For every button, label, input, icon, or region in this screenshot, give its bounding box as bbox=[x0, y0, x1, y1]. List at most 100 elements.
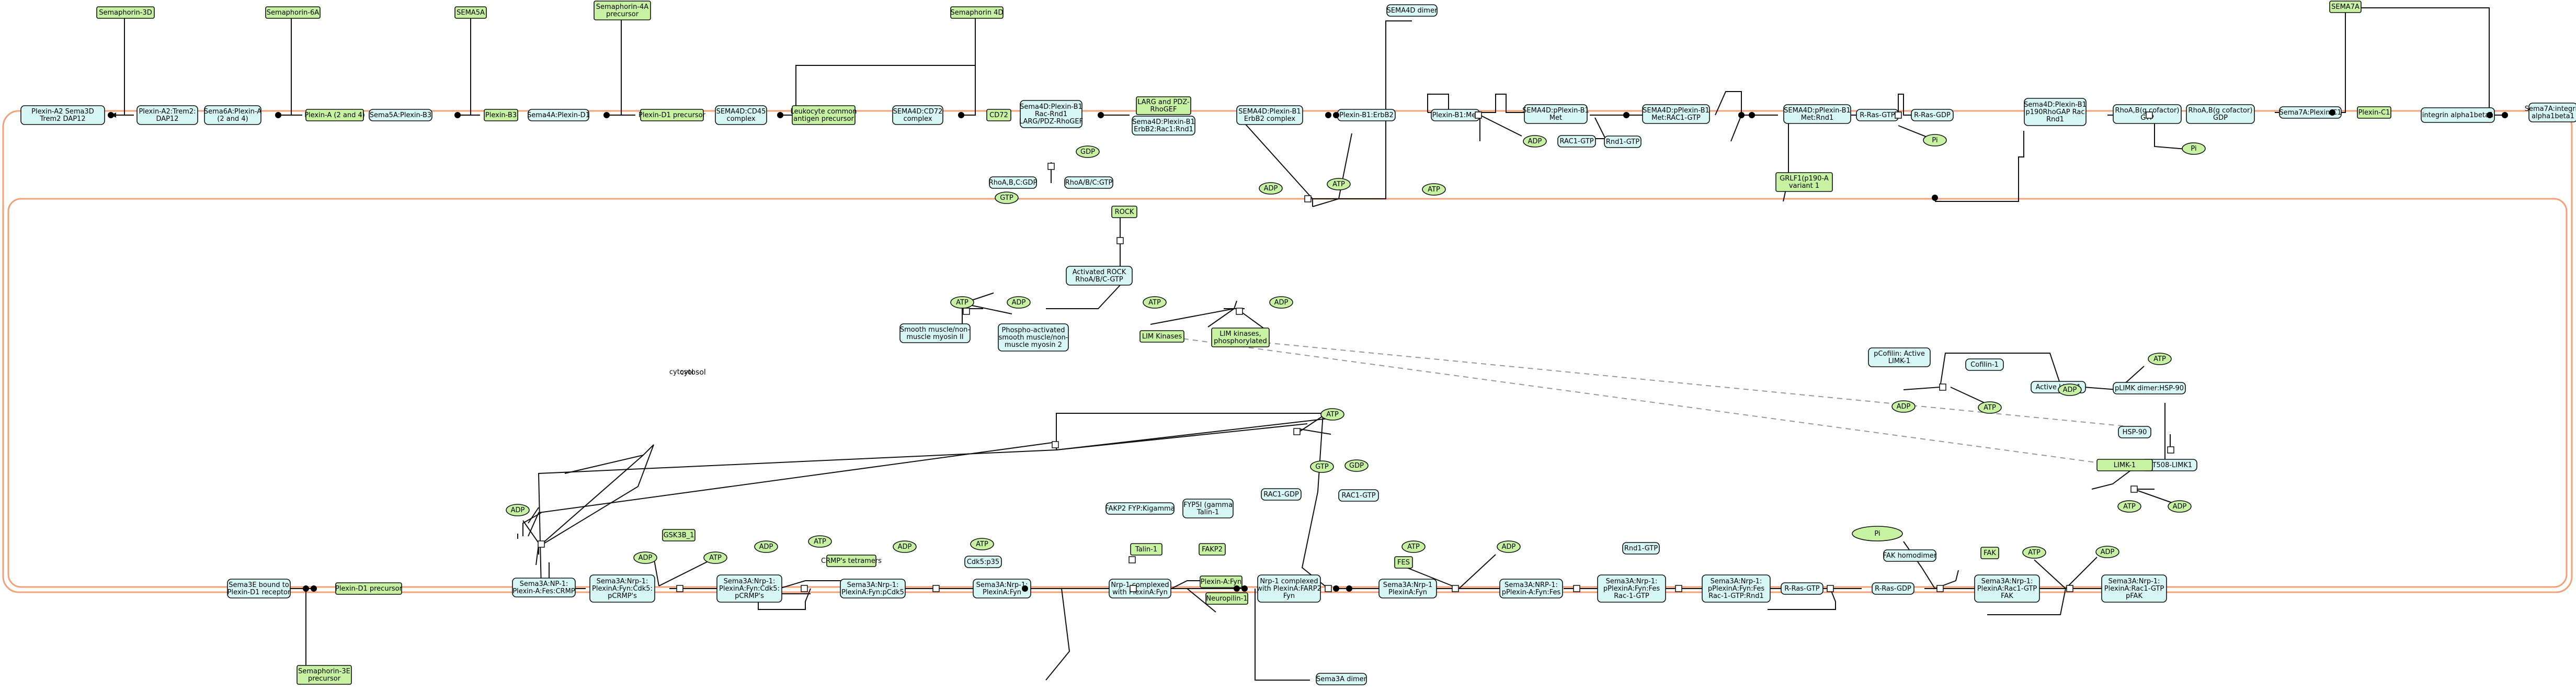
node-gtp-a[interactable]: GTP bbox=[995, 191, 1019, 204]
node-sema5a[interactable]: SEMA5A bbox=[454, 6, 487, 19]
node-rac1-gtp-a[interactable]: RAC1-GTP bbox=[1557, 135, 1596, 148]
node-fak-in[interactable]: FAK bbox=[1980, 547, 1999, 559]
process-node[interactable] bbox=[1047, 163, 1055, 170]
process-node[interactable] bbox=[2066, 585, 2073, 592]
association-dot[interactable] bbox=[303, 585, 309, 592]
node-cdk5[interactable]: Cdk5:p35 bbox=[964, 556, 1002, 568]
node-plxna2-trem2[interactable]: Plexin-A2:Trem2:DAP12 bbox=[136, 105, 198, 125]
node-adp-g[interactable]: ADP bbox=[2168, 500, 2192, 513]
node-gdp-a[interactable]: GDP bbox=[1076, 145, 1100, 158]
node-sema7a[interactable]: SEMA7A bbox=[2329, 1, 2362, 13]
process-node[interactable] bbox=[1936, 585, 1944, 592]
node-rras-gtp[interactable]: R-Ras-GTP bbox=[1856, 109, 1899, 121]
process-node[interactable] bbox=[932, 585, 940, 592]
node-rras-gdp-b[interactable]: R-Ras-GDP bbox=[1872, 582, 1914, 595]
node-plexind1-prec[interactable]: Plexin-D1 precursor bbox=[639, 109, 706, 121]
node-atp-m[interactable]: ATP bbox=[2022, 546, 2046, 559]
node-sema3a-nrp1-pfes[interactable]: Sema3A:NRP-1:pPlexin-A:Fyn:Fes bbox=[1499, 579, 1563, 598]
process-node[interactable] bbox=[1304, 195, 1312, 202]
process-node[interactable] bbox=[2167, 446, 2174, 454]
process-node[interactable] bbox=[1130, 585, 1137, 592]
process-node[interactable] bbox=[1827, 585, 1834, 592]
node-neuropilin1[interactable]: Neuropilin-1 bbox=[1205, 592, 1248, 605]
node-sema3a-fyn-cdk5[interactable]: Sema3A:Nrp-1:PlexinA:Fyn:pCdk5 bbox=[840, 579, 906, 598]
node-atp-f[interactable]: ATP bbox=[2148, 353, 2172, 365]
node-sema6a-plxna[interactable]: Sema6A:Plexin-A(2 and 4) bbox=[204, 105, 261, 125]
process-node[interactable] bbox=[1129, 556, 1136, 563]
node-atp-l[interactable]: ATP bbox=[1401, 540, 1426, 553]
node-plexina-fyn[interactable]: Plexin-A:Fyn bbox=[1200, 575, 1243, 588]
node-atp-d[interactable]: ATP bbox=[1143, 296, 1167, 309]
node-adp-j[interactable]: ADP bbox=[754, 540, 778, 553]
node-sema4d-top[interactable]: Semaphorin 4D bbox=[950, 6, 1004, 19]
node-plimk-dimer[interactable]: pLIMK dimer:HSP-90 bbox=[2113, 382, 2186, 394]
node-sema3a-crmp2[interactable]: Sema3A:Nrp-1:PlexinA:Fyn:Cdk5:pCRMP's bbox=[589, 574, 655, 603]
association-dot[interactable] bbox=[1325, 112, 1331, 118]
node-rac1-gdp[interactable]: RAC1-GDP bbox=[1261, 488, 1302, 501]
process-node[interactable] bbox=[538, 540, 545, 548]
node-plexind1-prec-b[interactable]: Plexin-D1 precursor bbox=[335, 582, 403, 595]
node-rac1-gtp-b[interactable]: RAC1-GTP bbox=[1338, 489, 1379, 502]
node-adp-f[interactable]: ADP bbox=[2058, 383, 2082, 396]
process-node[interactable] bbox=[1895, 111, 1902, 119]
node-adp-h[interactable]: ADP bbox=[506, 504, 530, 516]
node-adp-k[interactable]: ADP bbox=[893, 540, 917, 553]
association-dot[interactable] bbox=[1333, 585, 1339, 592]
node-cd72[interactable]: CD72 bbox=[986, 109, 1011, 121]
node-sema4a-plxnd1[interactable]: Sema4A:Plexin-D1 bbox=[527, 109, 590, 121]
association-dot[interactable] bbox=[1333, 112, 1339, 118]
node-pt508[interactable]: p-T508-LIMK1 bbox=[2141, 459, 2197, 471]
node-gsk3b[interactable]: GSK3B_1 bbox=[662, 529, 696, 541]
node-plexinb3[interactable]: Plexin-B3 bbox=[484, 109, 518, 121]
process-node[interactable] bbox=[1452, 585, 1459, 592]
association-dot[interactable] bbox=[1738, 112, 1745, 118]
process-node[interactable] bbox=[1325, 585, 1332, 592]
node-adp-l[interactable]: ADP bbox=[1497, 540, 1521, 553]
association-dot[interactable] bbox=[1022, 585, 1028, 592]
process-node[interactable] bbox=[801, 585, 808, 592]
process-node[interactable] bbox=[1939, 383, 1946, 391]
node-fakp2b[interactable]: FAKP2 bbox=[1199, 543, 1226, 556]
association-dot[interactable] bbox=[1234, 585, 1240, 592]
association-dot[interactable] bbox=[454, 112, 461, 118]
node-adp-i[interactable]: ADP bbox=[633, 551, 657, 564]
process-node[interactable] bbox=[2146, 111, 2153, 119]
association-dot[interactable] bbox=[2487, 112, 2493, 118]
node-rras-gdp-top[interactable]: R-Ras-GDP bbox=[1911, 109, 1954, 121]
node-fes[interactable]: FES bbox=[1394, 556, 1413, 569]
node-adp-a[interactable]: ADP bbox=[1259, 182, 1283, 195]
association-dot[interactable] bbox=[2502, 112, 2508, 118]
node-plexinc1[interactable]: Plexin-C1 bbox=[2357, 106, 2391, 119]
node-limk1[interactable]: LIMK-1 bbox=[2096, 459, 2153, 471]
node-adp-b[interactable]: ADP bbox=[1523, 135, 1547, 148]
node-hsp90[interactable]: HSP-90 bbox=[2118, 426, 2151, 438]
process-node[interactable] bbox=[1116, 237, 1124, 244]
process-node[interactable] bbox=[963, 308, 970, 315]
node-rras-gtp-b[interactable]: R-Ras-GTP bbox=[1781, 582, 1823, 595]
association-dot[interactable] bbox=[1098, 112, 1104, 118]
node-gdp-b[interactable]: GDP bbox=[1344, 459, 1369, 472]
node-rnd1-gtp-a[interactable]: Rnd1-GTP bbox=[1604, 135, 1642, 148]
node-atp-h[interactable]: ATP bbox=[703, 551, 727, 564]
node-talin1[interactable]: Talin-1 bbox=[1130, 543, 1162, 556]
node-sema5a-plxnb3[interactable]: Sema5A:Plexin-B3 bbox=[369, 109, 432, 121]
association-dot[interactable] bbox=[2329, 109, 2335, 116]
node-atp-g[interactable]: ATP bbox=[2117, 500, 2141, 513]
node-pi-bottom[interactable]: Pi bbox=[1852, 526, 1903, 541]
node-gtp-b[interactable]: GTP bbox=[1310, 460, 1334, 473]
